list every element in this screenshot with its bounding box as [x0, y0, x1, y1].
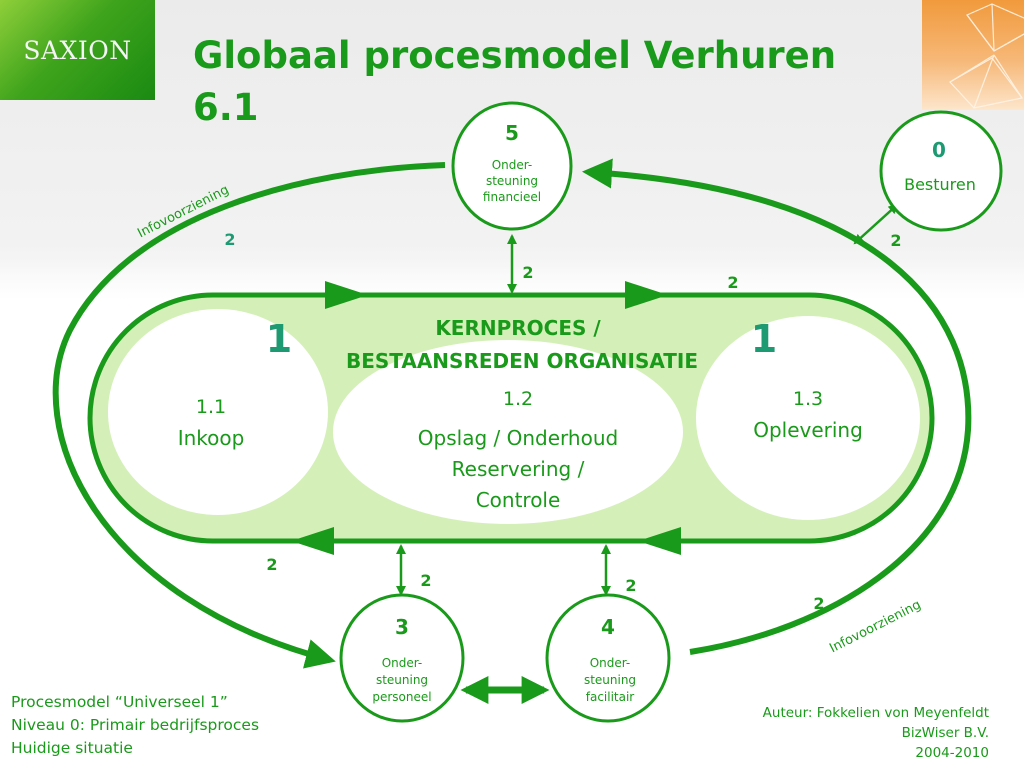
pyramid-icon	[949, 3, 1024, 109]
support-4-line3: facilitair	[586, 690, 635, 704]
footer-years: 2004-2010	[915, 745, 989, 761]
process-1-2-line3: Controle	[476, 488, 561, 512]
process-1-2-line2: Reservering /	[452, 457, 585, 481]
process-1-3-id: 1.3	[793, 388, 823, 410]
support-3-line3: personeel	[372, 690, 431, 704]
support-5-line2: steuning	[486, 174, 538, 188]
core-number-left: 1	[266, 317, 292, 361]
support-3-circle	[339, 593, 465, 723]
connector-0-loop	[853, 203, 899, 245]
flow-arrow-top-1	[325, 281, 368, 309]
saxion-logo: SAXION	[0, 0, 155, 100]
footer-author: Auteur: Fokkelien von Meyenfeldt	[762, 705, 989, 721]
footer-situation: Huidige situatie	[11, 739, 133, 757]
info-loop-left	[52, 162, 446, 669]
support-4-number: 4	[601, 615, 615, 639]
process-1-2-shape	[333, 340, 683, 524]
flow-arrow-bottom-2	[291, 527, 334, 555]
support-3-number: 3	[395, 615, 409, 639]
process-1-1-id: 1.1	[196, 396, 226, 418]
core-number-right: 1	[751, 317, 777, 361]
flow-arrow-top-2	[625, 281, 668, 309]
process-1-1-shape	[108, 309, 328, 515]
process-1-3-label: Oplevering	[753, 418, 863, 442]
footer-level: Niveau 0: Primair bedrijfsproces	[11, 716, 260, 734]
label-2-info-top: 2	[224, 230, 235, 249]
core-heading-line2: BESTAANSREDEN ORGANISATIE	[346, 349, 698, 373]
label-2-bottom-left: 2	[266, 555, 277, 574]
support-5-line1: Onder-	[492, 158, 533, 172]
label-2-besturen: 2	[890, 231, 901, 250]
logo-text: SAXION	[23, 35, 132, 65]
support-5-number: 5	[505, 121, 519, 145]
flow-arrow-bottom-1	[638, 527, 681, 555]
support-4-circle	[545, 593, 671, 723]
label-2-info-bottom: 2	[813, 594, 824, 613]
label-2-top-right: 2	[727, 273, 738, 292]
support-5-line3: financieel	[483, 190, 541, 204]
support-0-number: 0	[932, 138, 946, 162]
label-2-support5: 2	[522, 263, 533, 282]
support-0-line1: Besturen	[904, 175, 976, 194]
label-2-support3: 2	[420, 571, 431, 590]
support-4-line2: steuning	[584, 673, 636, 687]
info-loop-right	[582, 158, 972, 655]
title-line-1: Globaal procesmodel Verhuren	[193, 34, 837, 77]
support-3-line1: Onder-	[382, 656, 423, 670]
support-4-line1: Onder-	[590, 656, 631, 670]
title-line-2: 6.1	[193, 86, 259, 129]
support-5-circle	[451, 101, 573, 231]
footer-company: BizWiser B.V.	[901, 725, 989, 741]
footer-right: Auteur: Fokkelien von Meyenfeldt BizWise…	[763, 703, 989, 763]
support-3-line2: steuning	[376, 673, 428, 687]
process-1-3-shape	[696, 316, 920, 520]
page-title: Globaal procesmodel Verhuren 6.1	[193, 30, 836, 134]
process-1-2-id: 1.2	[503, 388, 533, 410]
process-1-2-line1: Opslag / Onderhoud	[418, 426, 618, 450]
core-heading-line1: KERNPROCES /	[435, 316, 601, 340]
footer-left: Procesmodel “Universeel 1” Niveau 0: Pri…	[11, 691, 259, 760]
support-0-circle	[879, 110, 1003, 232]
process-1-1-label: Inkoop	[178, 426, 245, 450]
label-2-support4: 2	[625, 576, 636, 595]
corner-decoration	[922, 0, 1024, 110]
footer-model-name: Procesmodel “Universeel 1”	[11, 693, 228, 711]
info-label-bottom: Infovoorziening	[827, 597, 923, 656]
